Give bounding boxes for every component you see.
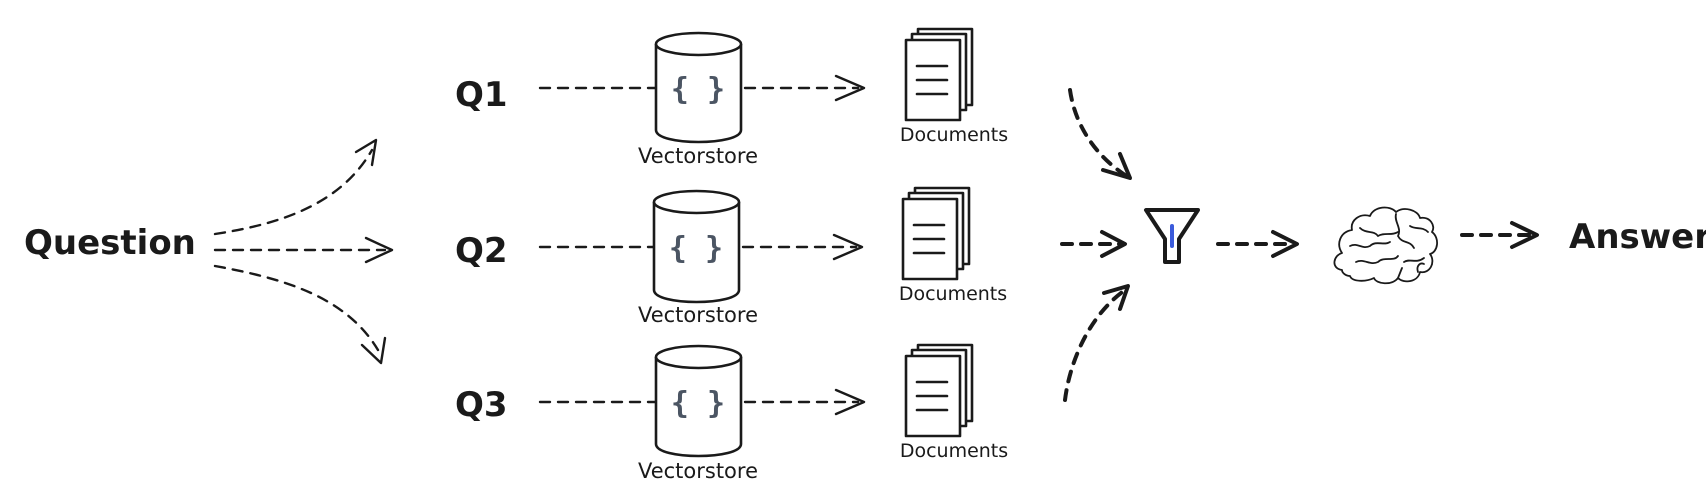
database-cylinder-icon: { }	[654, 31, 743, 144]
store-to-docs-arrow-3	[743, 388, 866, 416]
llm-to-answer-arrow	[1460, 221, 1539, 249]
store-label-1: Vectorstore	[638, 144, 758, 168]
query-label-q2: Q2	[455, 231, 508, 271]
question-label: Question	[24, 223, 196, 263]
docs-label-1: Documents	[900, 124, 1008, 146]
query-row-1: Q1 { } Vectorstore Documents	[455, 27, 1008, 168]
document-stack-icon	[904, 343, 974, 438]
database-cylinder-icon: { }	[652, 189, 741, 304]
fanout-arrow-up	[213, 138, 378, 236]
database-cylinder-icon: { }	[654, 344, 743, 458]
query-row-2: Q2 { } Vectorstore Documents	[455, 186, 1007, 327]
store-to-docs-arrow-1	[743, 74, 866, 102]
answer-label: Answer	[1569, 217, 1706, 257]
brain-icon	[1333, 206, 1438, 285]
filter-to-llm-arrow	[1216, 230, 1299, 258]
store-braces-3: { }	[671, 386, 725, 421]
docs-label-3: Documents	[900, 440, 1008, 462]
fanout-arrow-middle	[213, 236, 394, 264]
query-row-3: Q3 { } Vectorstore Documents	[455, 343, 1008, 483]
fanout-arrow-down	[213, 264, 387, 365]
merge-arrow-middle	[1060, 230, 1127, 258]
document-stack-icon	[901, 186, 971, 281]
store-label-3: Vectorstore	[638, 459, 758, 483]
funnel-filter-icon	[1144, 208, 1200, 264]
docs-label-2: Documents	[899, 283, 1007, 305]
query-label-q3: Q3	[455, 385, 508, 425]
query-label-q1: Q1	[455, 75, 508, 115]
store-label-2: Vectorstore	[638, 303, 758, 327]
store-to-docs-arrow-2	[741, 233, 864, 261]
store-braces-1: { }	[671, 72, 725, 107]
merge-arrow-top	[1068, 88, 1132, 180]
store-braces-2: { }	[669, 231, 723, 266]
merge-arrow-bottom	[1063, 284, 1130, 402]
document-stack-icon	[904, 27, 974, 122]
